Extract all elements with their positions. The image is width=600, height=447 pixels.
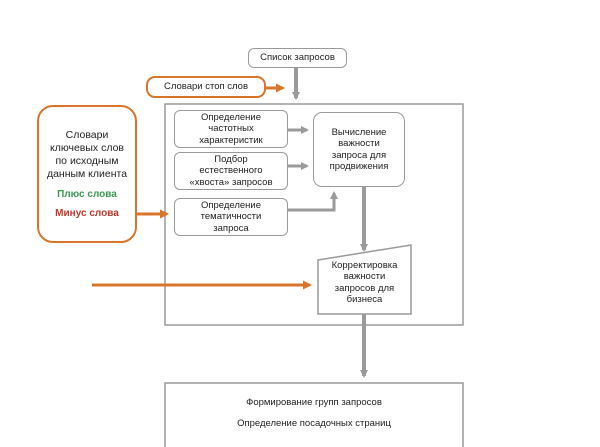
plus-words-label: Плюс слова xyxy=(57,189,117,201)
client-dictionary-title: Словари ключевых слов по исходным данным… xyxy=(46,128,128,181)
importance-node: Вычисление важности запроса для продвиже… xyxy=(313,112,405,187)
frequency-node: Определение частотных характеристик xyxy=(174,110,288,148)
client-dictionary-node: Словари ключевых слов по исходным данным… xyxy=(37,105,137,243)
query-list-node: Список запросов xyxy=(248,48,347,68)
thematic-node: Определение тематичности запроса xyxy=(174,198,288,236)
business-node-shape xyxy=(317,244,412,315)
landing-pages-label: Определение посадочных страниц xyxy=(237,418,391,429)
output-box xyxy=(164,382,464,447)
business-node-label: Корректировка важности запросов для бизн… xyxy=(331,260,398,306)
minus-words-label: Минус слова xyxy=(55,208,119,220)
groups-label: Формирование групп запросов xyxy=(246,397,382,408)
stop-words-node: Словари стоп слов xyxy=(146,76,266,98)
arrow-thematic-to-importance xyxy=(288,191,338,212)
tail-node: Подбор естественного «хвоста» запросов xyxy=(174,152,288,190)
